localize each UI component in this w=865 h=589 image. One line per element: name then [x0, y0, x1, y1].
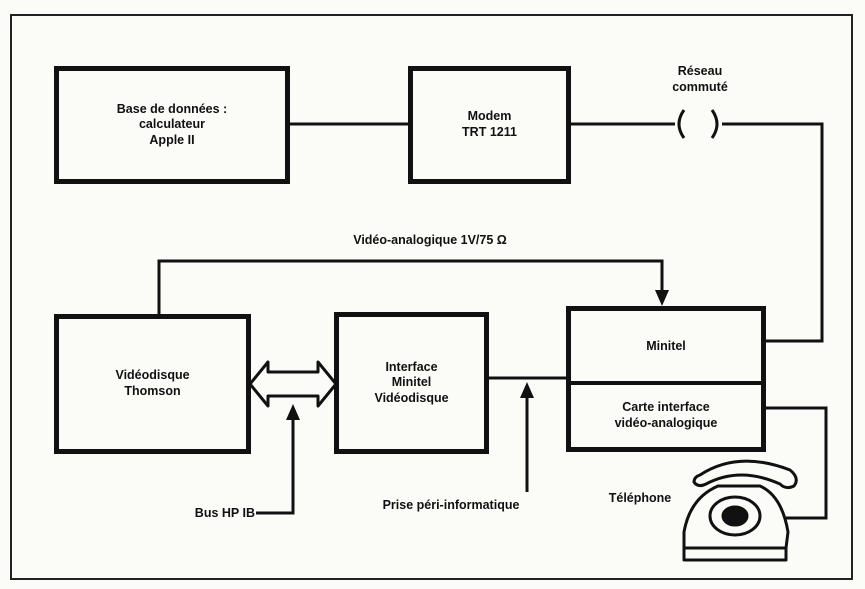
minitel-box: Minitel Carte interface vidéo-analogique	[566, 306, 766, 452]
modem-box: Modem TRT 1211	[408, 66, 571, 184]
analog-video-label: Vidéo-analogique 1V/75 Ω	[300, 233, 560, 249]
bus-double-arrow	[250, 362, 336, 406]
telephone-icon	[684, 461, 796, 560]
network-left-paren	[679, 110, 684, 138]
videodisc-label: Vidéodisque Thomson	[115, 368, 189, 399]
videodisc-box: Vidéodisque Thomson	[54, 314, 251, 454]
video-card-label: Carte interface vidéo-analogique	[615, 400, 718, 431]
network-right-paren	[712, 110, 717, 138]
bus-label: Bus HP IB	[160, 506, 255, 522]
arrow-bus	[286, 404, 300, 420]
arrow-analog-video	[655, 290, 669, 306]
telephone-label: Téléphone	[596, 491, 684, 507]
video-card-section: Carte interface vidéo-analogique	[571, 385, 761, 447]
modem-label: Modem TRT 1211	[462, 109, 517, 140]
line-bus-label	[256, 416, 293, 513]
peripheral-socket-label: Prise péri-informatique	[356, 498, 546, 514]
interface-label: Interface Minitel Vidéodisque	[374, 360, 448, 407]
switched-network-label: Réseau commuté	[664, 64, 736, 95]
database-label: Base de données : calculateur Apple II	[117, 102, 227, 149]
minitel-label: Minitel	[646, 339, 686, 355]
database-box: Base de données : calculateur Apple II	[54, 66, 290, 184]
arrow-peripheral	[520, 382, 534, 398]
minitel-section: Minitel	[571, 311, 761, 383]
interface-box: Interface Minitel Vidéodisque	[334, 312, 489, 454]
